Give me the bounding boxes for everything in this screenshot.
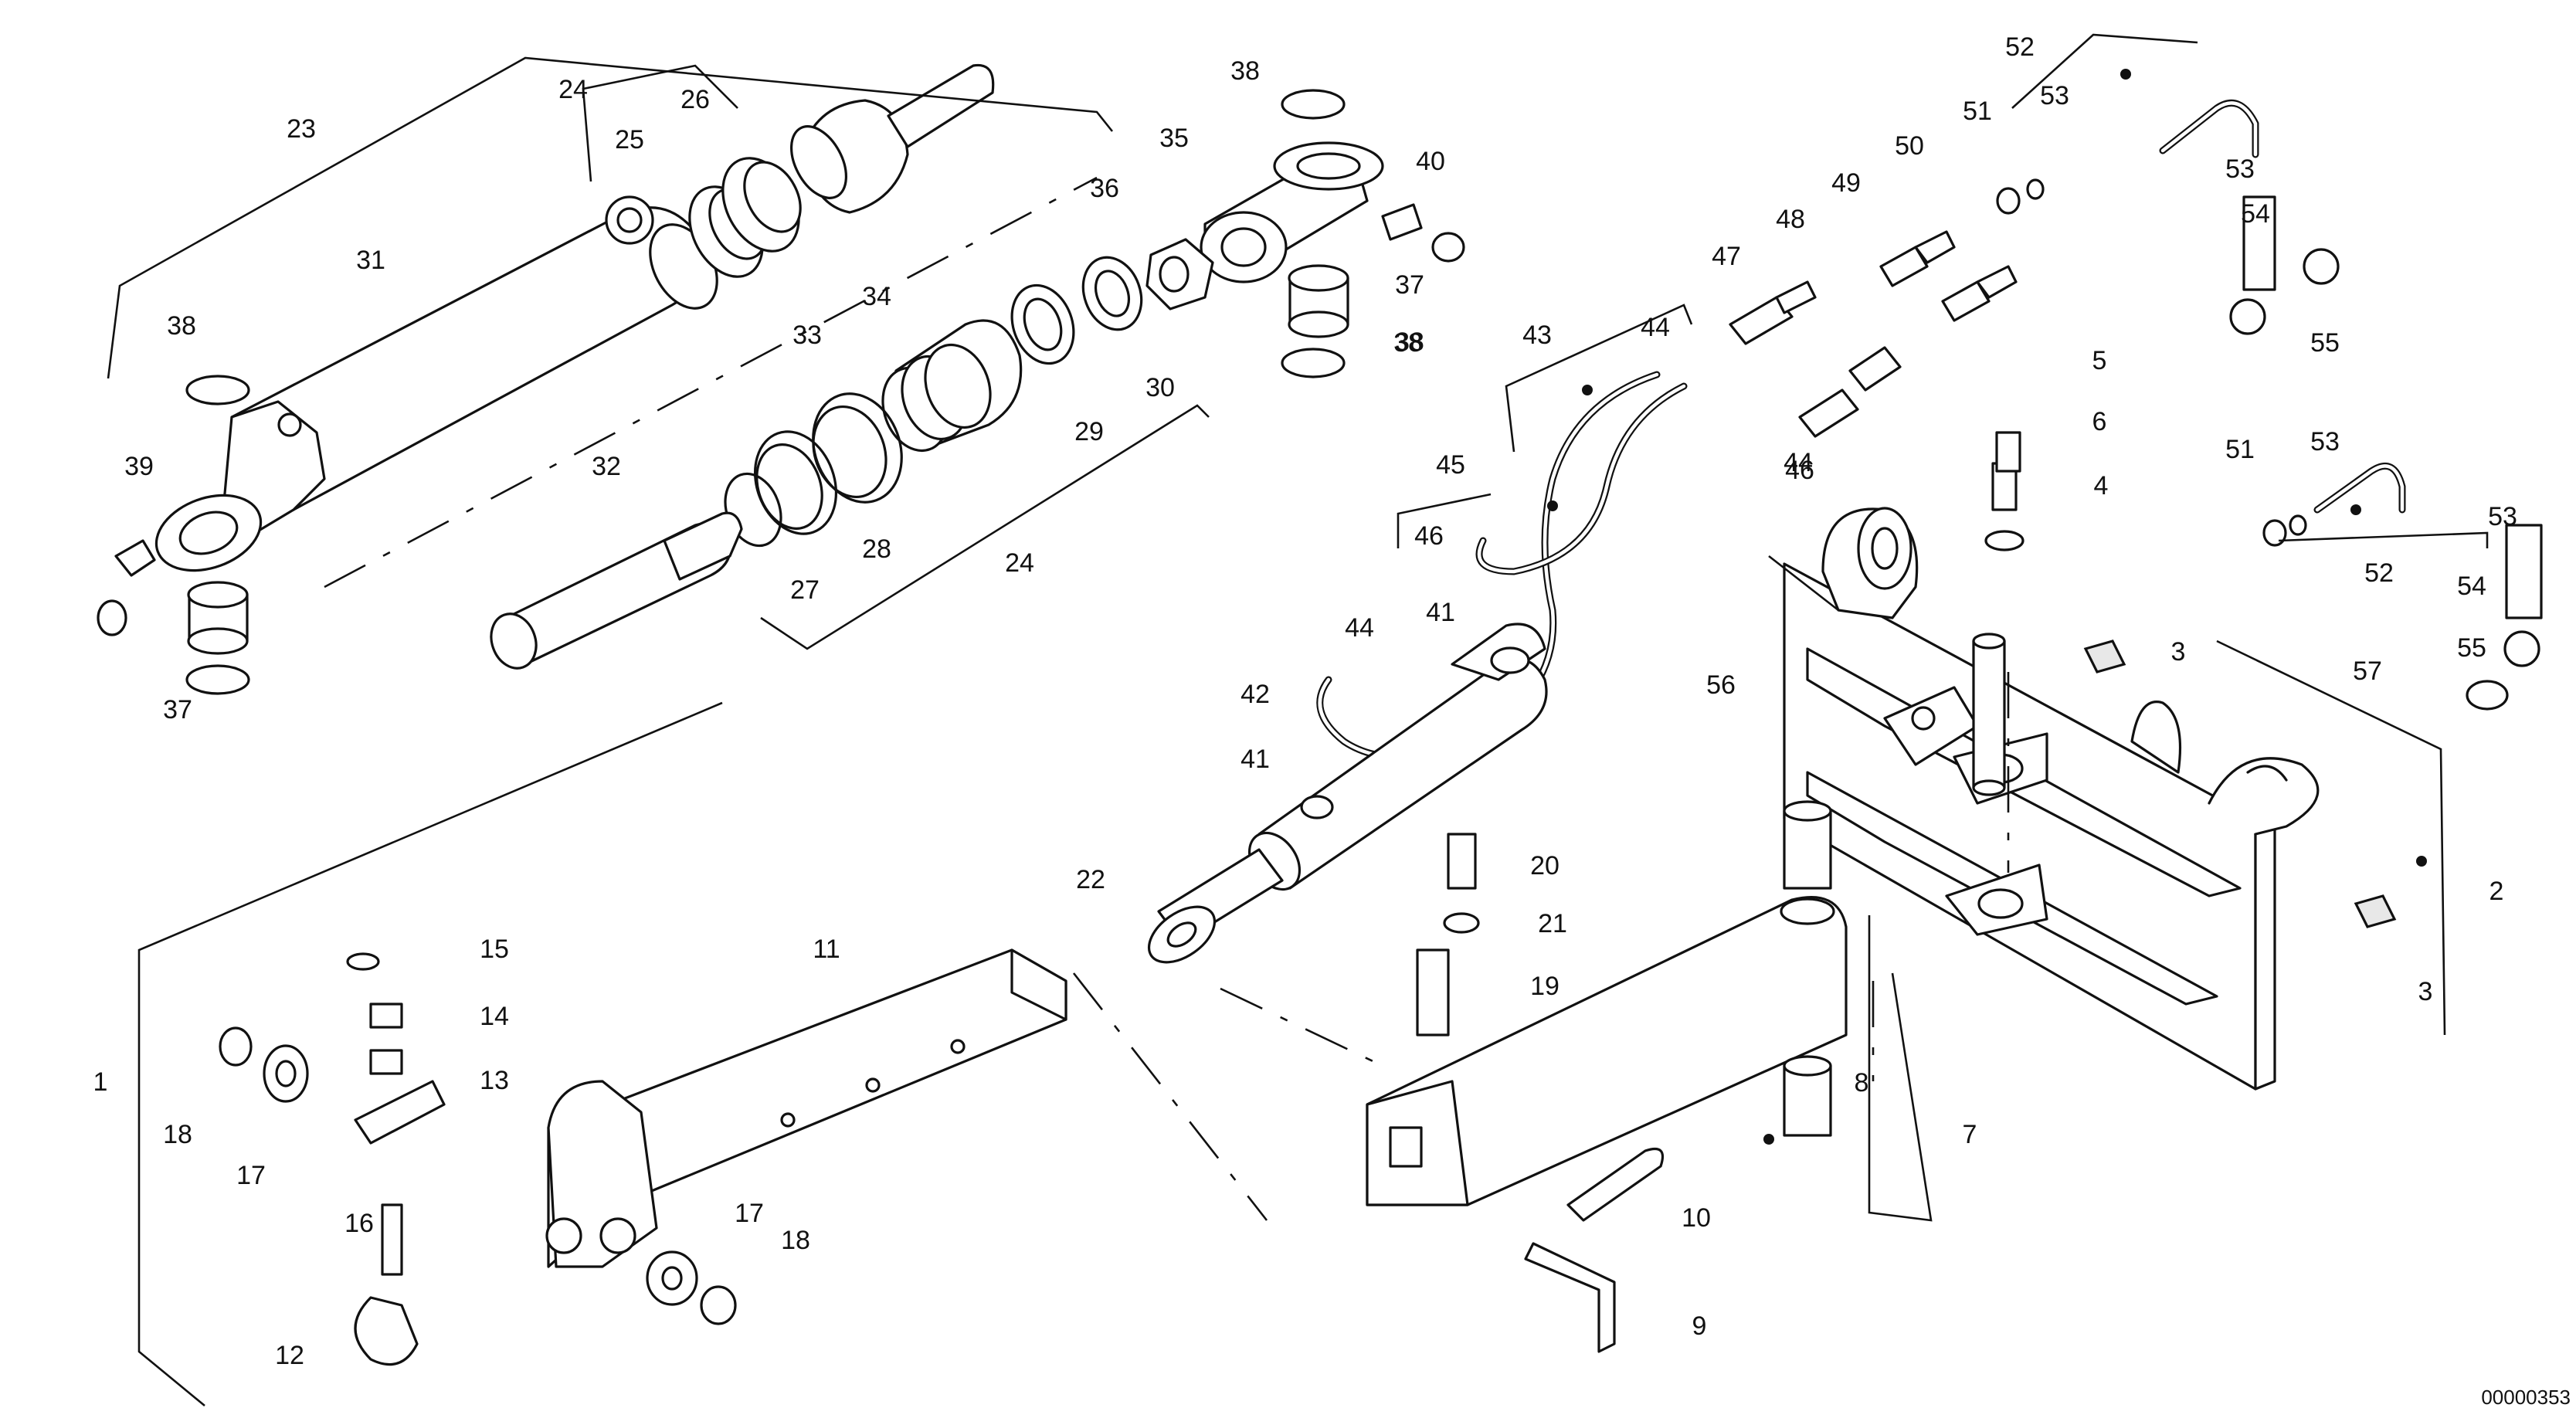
callout-3: 3 bbox=[2171, 637, 2186, 667]
dot-markers bbox=[1547, 69, 2427, 1145]
callout-19: 19 bbox=[1530, 972, 1560, 1001]
callout-16: 16 bbox=[344, 1209, 374, 1238]
hydraulic-hoses bbox=[1147, 99, 2543, 964]
callout-44: 44 bbox=[1641, 313, 1670, 342]
callout-41: 41 bbox=[1240, 745, 1270, 774]
callout-4: 4 bbox=[2094, 471, 2109, 500]
callout-44: 44 bbox=[1784, 448, 1813, 477]
callout-35: 35 bbox=[1159, 124, 1189, 153]
callout-53: 53 bbox=[2040, 81, 2069, 110]
drawing-reference-number: 00000353 bbox=[2481, 1386, 2571, 1408]
callout-27: 27 bbox=[790, 575, 820, 605]
callout-38: 38 bbox=[167, 311, 196, 341]
callout-29: 29 bbox=[1074, 417, 1104, 446]
callout-30: 30 bbox=[1145, 373, 1175, 402]
callout-32: 32 bbox=[592, 452, 621, 481]
callout-11: 11 bbox=[813, 935, 840, 964]
callout-10: 10 bbox=[1682, 1203, 1711, 1233]
callout-56: 56 bbox=[1706, 670, 1736, 700]
callout-44: 44 bbox=[1345, 613, 1374, 643]
callout-41: 41 bbox=[1426, 598, 1455, 627]
callout-20: 20 bbox=[1530, 851, 1560, 880]
lift-arm-boom bbox=[219, 800, 1848, 1366]
callout-22: 22 bbox=[1076, 865, 1105, 894]
callout-5: 5 bbox=[2092, 346, 2107, 375]
callout-37: 37 bbox=[163, 695, 192, 724]
callout-43: 43 bbox=[1522, 321, 1552, 350]
callout-51: 51 bbox=[2225, 435, 2255, 464]
callout-7: 7 bbox=[1963, 1120, 1977, 1149]
callout-49: 49 bbox=[1831, 168, 1861, 198]
callout-15: 15 bbox=[480, 935, 509, 964]
callout-23: 23 bbox=[287, 114, 316, 144]
callout-3: 3 bbox=[2418, 977, 2433, 1006]
callout-53: 53 bbox=[2488, 502, 2517, 531]
callout-17: 17 bbox=[236, 1161, 266, 1190]
callout-18: 18 bbox=[781, 1226, 810, 1255]
part-callouts: 1233456789101112131415161717181819202122… bbox=[93, 32, 2517, 1370]
callout-53: 53 bbox=[2225, 154, 2255, 184]
callout-1: 1 bbox=[93, 1067, 108, 1097]
callout-53: 53 bbox=[2310, 427, 2340, 456]
callout-6: 6 bbox=[2092, 407, 2107, 436]
callout-46: 46 bbox=[1785, 456, 1814, 485]
hydraulic-cylinder-assembly bbox=[97, 63, 1465, 695]
callout-36: 36 bbox=[1090, 174, 1119, 203]
callout-54: 54 bbox=[2241, 199, 2270, 229]
callout-52: 52 bbox=[2005, 32, 2035, 62]
quick-coupler-frame bbox=[1783, 431, 2397, 1091]
callout-21: 21 bbox=[1538, 909, 1567, 938]
callout-38: 38 bbox=[1393, 328, 1423, 358]
callout-24: 24 bbox=[1005, 548, 1034, 578]
callout-55: 55 bbox=[2457, 633, 2486, 663]
callout-37: 37 bbox=[1395, 270, 1424, 300]
callout-26: 26 bbox=[680, 85, 710, 114]
callout-57: 57 bbox=[2353, 657, 2382, 686]
callout-38: 38 bbox=[1395, 327, 1424, 357]
callout-25: 25 bbox=[615, 125, 644, 154]
callout-46: 46 bbox=[1414, 521, 1444, 551]
callout-50: 50 bbox=[1895, 131, 1924, 161]
callout-2: 2 bbox=[2489, 877, 2504, 906]
callout-13: 13 bbox=[480, 1066, 509, 1095]
callout-17: 17 bbox=[735, 1199, 764, 1228]
callout-48: 48 bbox=[1776, 205, 1805, 234]
callout-45: 45 bbox=[1436, 450, 1465, 480]
leader-lines bbox=[107, 33, 2489, 1407]
callout-40: 40 bbox=[1416, 147, 1445, 176]
callout-31: 31 bbox=[356, 246, 385, 275]
callout-38: 38 bbox=[1230, 56, 1260, 86]
callout-54: 54 bbox=[2457, 572, 2486, 601]
callout-28: 28 bbox=[862, 534, 891, 564]
callout-33: 33 bbox=[792, 321, 822, 350]
callout-12: 12 bbox=[275, 1341, 304, 1370]
callout-18: 18 bbox=[163, 1120, 192, 1149]
callout-47: 47 bbox=[1712, 242, 1741, 271]
callout-14: 14 bbox=[480, 1002, 509, 1031]
callout-24: 24 bbox=[558, 75, 588, 104]
callout-34: 34 bbox=[862, 282, 891, 311]
callout-8: 8 bbox=[1855, 1068, 1869, 1098]
callout-42: 42 bbox=[1240, 680, 1270, 709]
callout-51: 51 bbox=[1963, 97, 1992, 126]
callout-55: 55 bbox=[2310, 328, 2340, 358]
callout-39: 39 bbox=[124, 452, 154, 481]
callout-52: 52 bbox=[2364, 558, 2394, 588]
callout-9: 9 bbox=[1692, 1311, 1707, 1341]
